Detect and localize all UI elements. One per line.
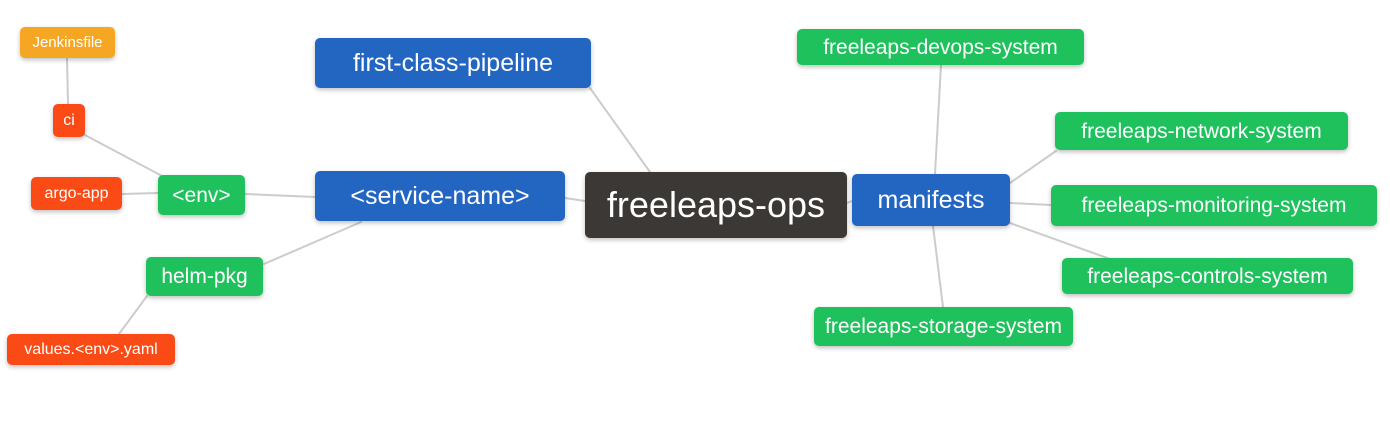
node-freeleaps-devops-system[interactable]: freeleaps-devops-system [797, 29, 1084, 65]
node-service-name[interactable]: <service-name> [315, 171, 565, 221]
node-env[interactable]: <env> [158, 175, 245, 215]
edge-freeleaps-ops-manifests [846, 200, 853, 204]
edge-first-class-pipeline-freeleaps-ops [589, 87, 651, 173]
node-label: Jenkinsfile [32, 34, 103, 51]
node-freeleaps-network-system[interactable]: freeleaps-network-system [1055, 112, 1348, 150]
edge-jenkinsfile-ci [66, 57, 69, 105]
edge-helm-pkg-values-env-yaml [118, 295, 148, 335]
node-argo-app[interactable]: argo-app [31, 177, 122, 210]
node-label: argo-app [44, 184, 109, 202]
edge-ci-env [82, 133, 165, 178]
edge-helm-pkg-service-name [263, 221, 362, 265]
node-label: freeleaps-ops [606, 184, 826, 225]
node-label: first-class-pipeline [352, 48, 554, 77]
node-label: freeleaps-monitoring-system [1081, 194, 1347, 217]
edge-service-name-freeleaps-ops [564, 197, 586, 202]
edge-manifests-freeleaps-devops-system [934, 64, 942, 175]
edge-manifests-freeleaps-storage-system [932, 225, 944, 308]
node-freeleaps-ops[interactable]: freeleaps-ops [585, 172, 847, 238]
node-label: values.<env>.yaml [24, 340, 158, 358]
node-label: helm-pkg [161, 265, 248, 288]
node-label: freeleaps-network-system [1081, 119, 1322, 143]
node-freeleaps-storage-system[interactable]: freeleaps-storage-system [814, 307, 1073, 346]
node-label: freeleaps-storage-system [825, 315, 1062, 338]
edge-manifests-freeleaps-controls-system [1009, 222, 1111, 260]
node-manifests[interactable]: manifests [852, 174, 1010, 226]
edge-env-service-name [244, 193, 316, 198]
edge-manifests-freeleaps-network-system [1009, 150, 1057, 184]
node-freeleaps-controls-system[interactable]: freeleaps-controls-system [1062, 258, 1353, 294]
edge-argo-app-env [121, 192, 159, 195]
node-label: ci [63, 111, 75, 129]
node-label: freeleaps-devops-system [823, 35, 1058, 59]
node-label: <service-name> [350, 181, 530, 210]
node-label: manifests [877, 185, 985, 214]
node-helm-pkg[interactable]: helm-pkg [146, 257, 263, 296]
node-label: <env> [172, 183, 231, 207]
node-first-class-pipeline[interactable]: first-class-pipeline [315, 38, 591, 88]
node-values-env-yaml[interactable]: values.<env>.yaml [7, 334, 175, 365]
node-label: freeleaps-controls-system [1087, 264, 1328, 288]
node-freeleaps-monitoring-system[interactable]: freeleaps-monitoring-system [1051, 185, 1377, 226]
edge-manifests-freeleaps-monitoring-system [1009, 202, 1052, 206]
node-jenkinsfile[interactable]: Jenkinsfile [20, 27, 115, 58]
node-ci[interactable]: ci [53, 104, 85, 137]
